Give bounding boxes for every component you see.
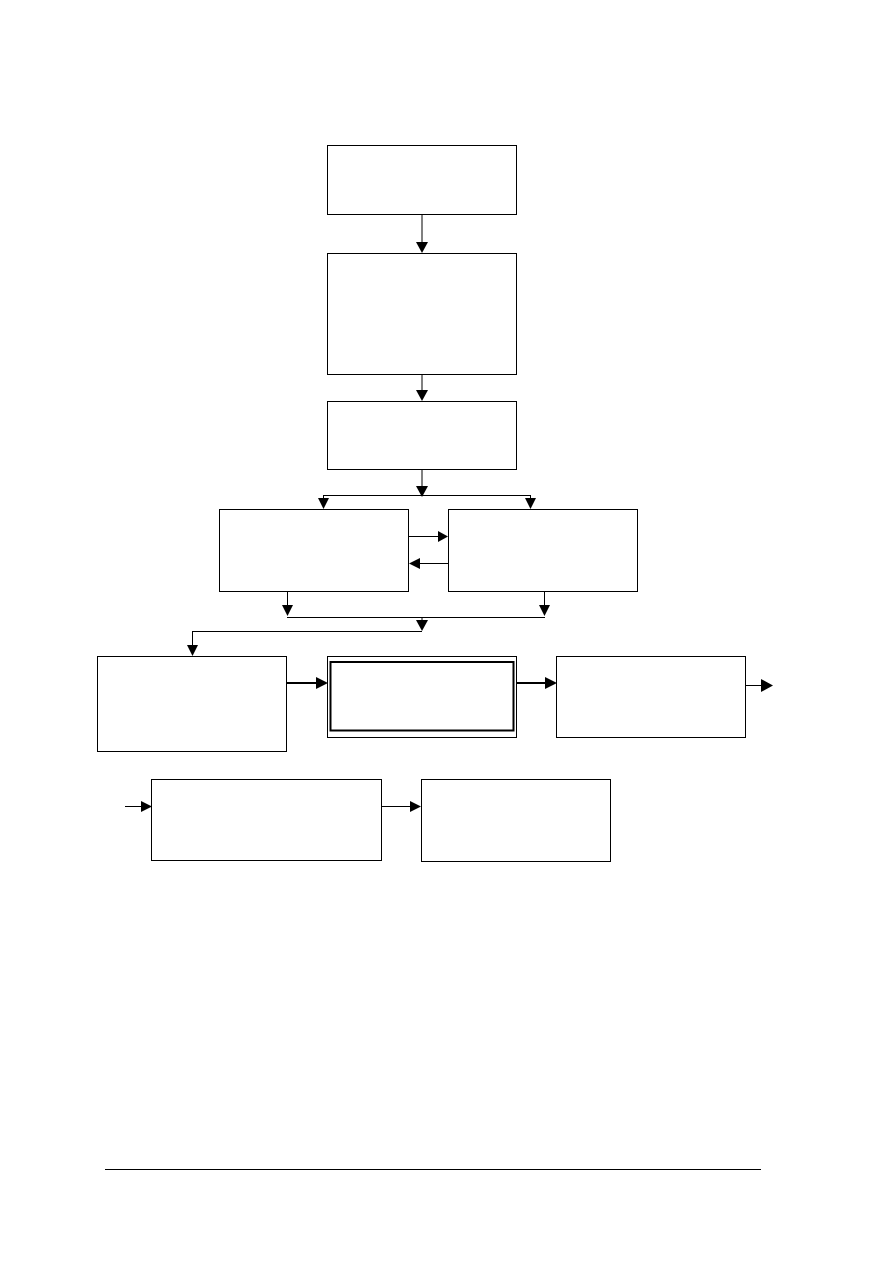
- arrowhead-down: [318, 498, 329, 509]
- flow-box-step-8: [151, 779, 382, 861]
- arrowhead-right: [761, 679, 773, 692]
- flow-box-step-6: [327, 656, 517, 738]
- arrowhead-down: [416, 390, 428, 401]
- arrowhead-down: [187, 645, 198, 656]
- arrowhead-down: [525, 498, 536, 509]
- arrowhead-right: [141, 801, 152, 812]
- flow-box-step-2: [327, 253, 517, 375]
- arrowhead-right: [438, 531, 448, 542]
- flow-box-step-1: [327, 145, 517, 215]
- arrowhead-right: [316, 677, 328, 689]
- flow-box-step-5: [97, 656, 287, 752]
- arrowhead-right: [410, 801, 421, 812]
- arrowhead-down: [282, 605, 293, 616]
- arrowhead-right: [545, 677, 557, 689]
- flow-box-step-4a: [219, 509, 409, 592]
- flow-box-step-3: [327, 401, 517, 470]
- flow-box-step-6-inner-border: [329, 661, 515, 732]
- arrowhead-down: [416, 242, 428, 253]
- flow-box-step-7: [556, 656, 746, 738]
- arrowhead-down: [416, 486, 428, 497]
- arrowhead-down: [416, 620, 428, 631]
- footer-rule: [105, 1169, 761, 1170]
- arrowhead-down: [539, 605, 550, 616]
- flow-box-step-4b: [448, 509, 638, 592]
- arrowhead-left: [409, 558, 420, 569]
- flow-box-step-9: [421, 779, 611, 862]
